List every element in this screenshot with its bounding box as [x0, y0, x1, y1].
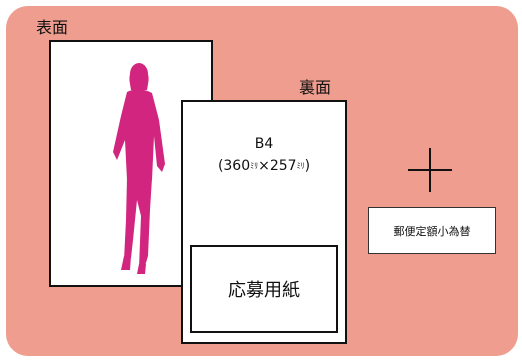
money-order-box: 郵便定額小為替 [368, 207, 496, 254]
application-form-box: 応募用紙 [190, 245, 338, 333]
paper-size-dimensions: (360ﾐﾘ×257ﾐﾘ) [217, 158, 311, 174]
unit-mm: ﾐﾘ [250, 161, 259, 171]
back-card: B4 (360ﾐﾘ×257ﾐﾘ) 応募用紙 [181, 100, 347, 344]
person-silhouette-icon [113, 63, 165, 274]
paper-size-name: B4 [254, 136, 274, 152]
application-form-label: 応募用紙 [228, 280, 300, 301]
back-label: 裏面 [299, 78, 332, 97]
money-order-label: 郵便定額小為替 [393, 224, 471, 238]
front-label: 表面 [36, 18, 69, 37]
plus-icon [408, 148, 452, 192]
unit-mm: ﾐﾘ [296, 161, 305, 171]
